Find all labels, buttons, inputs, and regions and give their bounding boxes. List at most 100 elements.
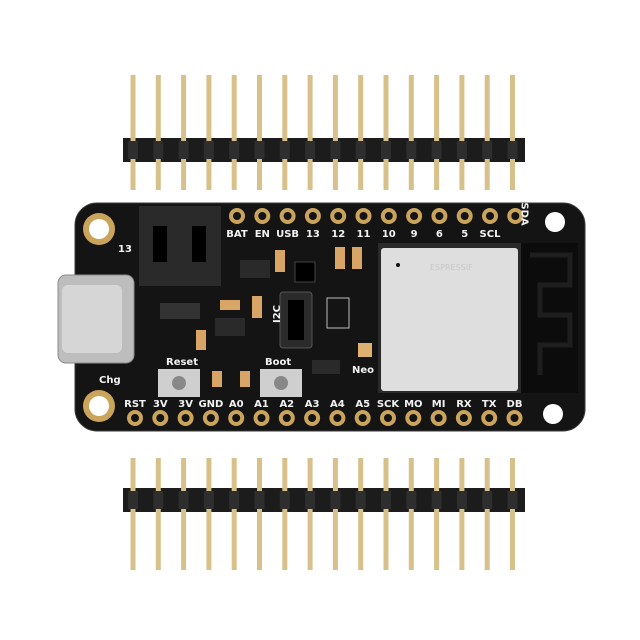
header-pin-collar: [456, 491, 467, 509]
header-pin: [383, 75, 389, 190]
header-pin: [510, 458, 515, 570]
chip: [294, 261, 316, 283]
header-pin: [130, 458, 136, 570]
regulator-chip: [240, 260, 270, 278]
header-pin-collar: [128, 141, 138, 159]
header-pin: [307, 75, 313, 190]
header-pin-collar: [431, 491, 442, 509]
header-pin-collar: [482, 141, 493, 159]
header-pin-collar: [178, 141, 189, 159]
header-pin: [130, 75, 136, 190]
pin-label: MI: [432, 399, 446, 410]
pin-label: 11: [357, 229, 371, 240]
header-pin: [484, 458, 490, 570]
header-pin-collar: [507, 491, 518, 509]
header-pin: [510, 75, 515, 190]
pin-label: RST: [124, 399, 146, 410]
header-pin-collar: [254, 491, 265, 509]
top-pin-header: [123, 75, 525, 190]
header-pin-collar: [279, 491, 290, 509]
header-pin: [408, 75, 414, 190]
pin-label: 5: [461, 229, 468, 240]
bottom-pin-header: [123, 458, 525, 570]
header-pin: [257, 458, 262, 570]
pin-label: GND: [198, 399, 223, 410]
header-pin: [206, 458, 212, 570]
pin-label: 3V: [178, 399, 193, 410]
header-pin: [282, 458, 288, 570]
boot-label: Boot: [265, 357, 291, 368]
header-pin-collar: [128, 491, 138, 509]
header-pin: [434, 458, 440, 570]
pin-label: DB: [507, 399, 523, 410]
header-pin: [155, 75, 161, 190]
chg-label: Chg: [99, 375, 121, 386]
pin-label: SDA: [518, 202, 529, 226]
header-pin-collar: [153, 491, 164, 509]
header-pin-collar: [381, 491, 391, 509]
pin-label: 3V: [153, 399, 168, 410]
led13-label: 13: [118, 244, 132, 255]
header-pin: [257, 75, 262, 190]
pin-label: BAT: [226, 229, 248, 240]
header-pin-collar: [507, 141, 518, 159]
header-pin: [383, 458, 389, 570]
header-pin: [358, 458, 364, 570]
pin-label: A1: [254, 399, 269, 410]
battery-connector: [139, 206, 221, 286]
header-pin-collar: [305, 491, 316, 509]
header-pin: [206, 75, 212, 190]
pin-label: A5: [355, 399, 370, 410]
pin-label: 6: [436, 229, 443, 240]
header-pin-collar: [279, 141, 290, 159]
pin-label: RX: [456, 399, 472, 410]
pin-label: MO: [404, 399, 422, 410]
pin-label: USB: [276, 229, 299, 240]
header-pin-collar: [229, 491, 240, 509]
pin-label: A4: [330, 399, 345, 410]
header-pin: [408, 458, 414, 570]
header-pin: [155, 458, 161, 570]
header-pin: [181, 75, 187, 190]
header-pin-collar: [153, 141, 164, 159]
pin-label: EN: [255, 229, 270, 240]
header-pin: [307, 458, 313, 570]
header-pin-collar: [330, 491, 341, 509]
pin-label: A0: [229, 399, 244, 410]
header-pin-collar: [254, 141, 265, 159]
pin-label: TX: [482, 399, 497, 410]
header-pin: [484, 75, 490, 190]
header-pin-collar: [203, 491, 214, 509]
header-pin-collar: [178, 491, 189, 509]
mounting-hole: [543, 404, 563, 424]
header-pin: [231, 75, 237, 190]
pin-label: A2: [279, 399, 294, 410]
header-pin: [332, 75, 338, 190]
pin-label: 12: [331, 229, 345, 240]
header-pin-collar: [203, 141, 214, 159]
header-pin-collar: [431, 141, 442, 159]
pin-label: 10: [382, 229, 396, 240]
header-pin: [459, 75, 465, 190]
header-pin: [332, 458, 338, 570]
header-pin: [358, 75, 364, 190]
header-pin-collar: [381, 141, 391, 159]
neo-label: Neo: [352, 365, 374, 376]
chip: [160, 303, 200, 319]
header-pin: [434, 75, 440, 190]
header-pin: [231, 458, 237, 570]
header-pin-collar: [482, 491, 493, 509]
header-pin-collar: [355, 141, 366, 159]
header-pin: [282, 75, 288, 190]
pin-label: SCK: [377, 399, 401, 410]
header-pin-collar: [355, 491, 366, 509]
pin-label: 9: [411, 229, 418, 240]
header-pin-collar: [305, 141, 316, 159]
header-pin: [459, 458, 465, 570]
pin-label: SCL: [480, 229, 502, 240]
neopixel-led: [358, 343, 372, 357]
header-pin-collar: [229, 141, 240, 159]
chip: [215, 318, 245, 336]
